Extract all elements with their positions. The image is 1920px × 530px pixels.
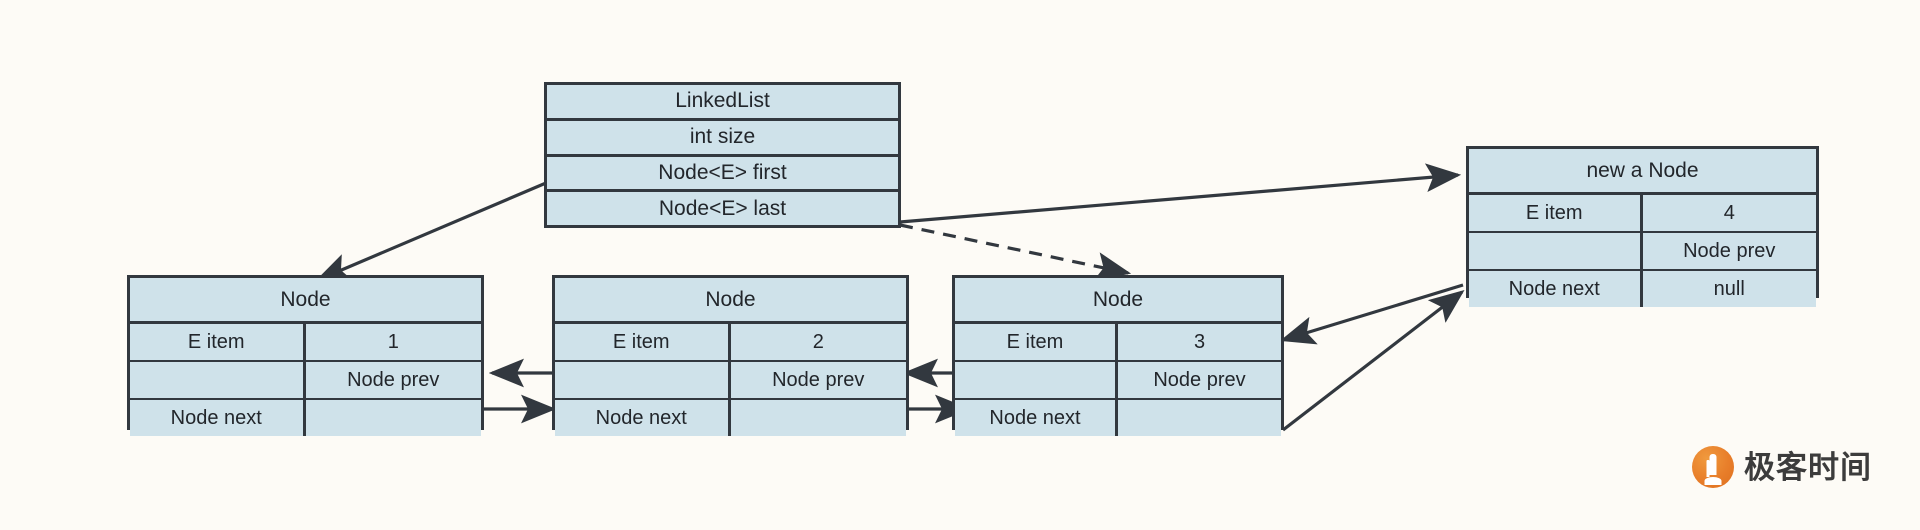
new-node-next-row: Node next null [1469, 271, 1816, 307]
arrow-last-to-node3-dashed [899, 223, 1132, 281]
node-1-item-value: 1 [305, 324, 481, 360]
node-3-next-label: Node next [955, 400, 1118, 436]
node-2-prev-label: Node prev [730, 362, 906, 398]
node-2-prev-row: Node prev [555, 362, 906, 400]
new-node-box[interactable]: new a Node E item 4 Node prev Node next … [1466, 146, 1819, 307]
node-2-next-label: Node next [555, 400, 731, 436]
linkedlist-row-first: Node<E> first [547, 156, 898, 193]
new-node-prev-empty [1469, 233, 1643, 269]
node-3-item-row: E item 3 [955, 324, 1281, 362]
linkedlist-row-last: Node<E> last [547, 192, 898, 225]
node-2-next-row: Node next [555, 400, 906, 436]
new-node-prev-row: Node prev [1469, 233, 1816, 271]
node-3-box[interactable]: Node E item 3 Node prev Node next [952, 275, 1284, 436]
node-3-item-label: E item [955, 324, 1118, 360]
node-1-next-value [305, 400, 481, 436]
node-2-item-label: E item [555, 324, 731, 360]
new-node-prev-label: Node prev [1642, 233, 1816, 269]
linkedlist-row-size: int size [547, 120, 898, 157]
node-1-prev-empty [130, 362, 306, 398]
node-3-item-value: 3 [1118, 324, 1281, 360]
node-2-prev-empty [555, 362, 731, 398]
node-1-prev-label: Node prev [305, 362, 481, 398]
new-node-next-label: Node next [1469, 271, 1643, 307]
linkedlist-class-box[interactable]: LinkedList int size Node<E> first Node<E… [544, 82, 901, 228]
node-3-prev-row: Node prev [955, 362, 1281, 400]
node-3-next-value [1118, 400, 1281, 436]
node-1-next-row: Node next [130, 400, 481, 436]
node-2-item-row: E item 2 [555, 324, 906, 362]
node-1-item-label: E item [130, 324, 306, 360]
node-1-item-row: E item 1 [130, 324, 481, 362]
node-2-header: Node [555, 278, 906, 324]
arrow-first-to-node1 [315, 178, 554, 282]
node-1-box[interactable]: Node E item 1 Node prev Node next [127, 275, 484, 436]
new-node-item-value: 4 [1642, 195, 1816, 231]
node-3-prev-label: Node prev [1118, 362, 1281, 398]
node-3-next-row: Node next [955, 400, 1281, 436]
node-1-next-label: Node next [130, 400, 306, 436]
node-2-box[interactable]: Node E item 2 Node prev Node next [552, 275, 909, 436]
new-node-item-row: E item 4 [1469, 195, 1816, 233]
node-1-prev-row: Node prev [130, 362, 481, 400]
node-2-next-value [730, 400, 906, 436]
new-node-item-label: E item [1469, 195, 1643, 231]
node-2-item-value: 2 [730, 324, 906, 360]
arrow-node3-next-to-new-node-next [1282, 290, 1465, 432]
geektime-logo: 极客时间 [1692, 446, 1872, 488]
new-node-next-value: null [1642, 271, 1816, 307]
geektime-mark-icon [1692, 446, 1734, 488]
node-3-header: Node [955, 278, 1281, 324]
new-node-header: new a Node [1469, 149, 1816, 195]
linkedlist-row-title: LinkedList [547, 85, 898, 121]
geektime-wordmark: 极客时间 [1744, 449, 1872, 485]
arrow-last-to-new-node [899, 163, 1462, 224]
node-3-prev-empty [955, 362, 1118, 398]
node-1-header: Node [130, 278, 481, 324]
